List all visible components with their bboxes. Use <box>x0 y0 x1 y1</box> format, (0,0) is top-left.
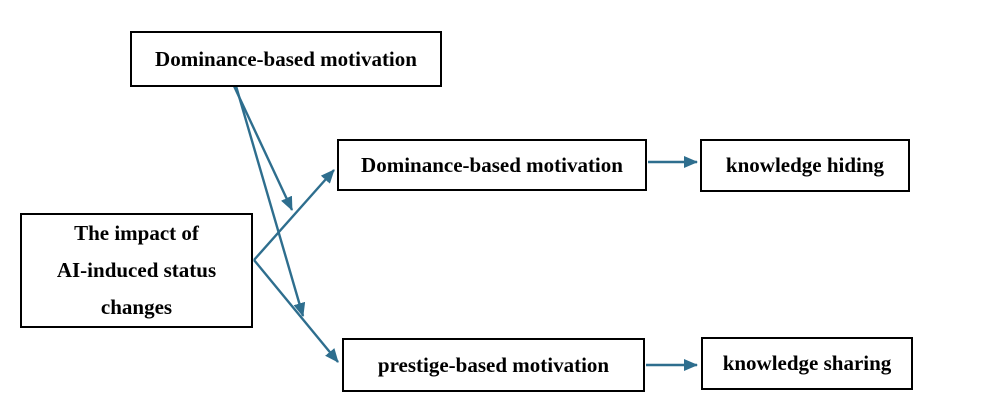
box-mediator-dominance-based-motivation: Dominance-based motivation <box>337 139 647 191</box>
edge-moderator-to-upper-path <box>232 85 294 211</box>
box-outcome-knowledge-sharing: knowledge sharing <box>701 337 913 390</box>
box-mediator-prestige-based-motivation: prestige-based motivation <box>342 338 645 392</box>
box-antecedent-ai-induced-status-changes: The impact of AI-induced status changes <box>20 213 253 328</box>
edge-antecedent-to-mediator-prestige <box>253 259 339 363</box>
box-moderator-dominance-based-motivation: Dominance-based motivation <box>130 31 442 87</box>
edge-antecedent-to-mediator-dominance <box>253 169 335 261</box>
box-outcome-knowledge-hiding: knowledge hiding <box>700 139 910 192</box>
